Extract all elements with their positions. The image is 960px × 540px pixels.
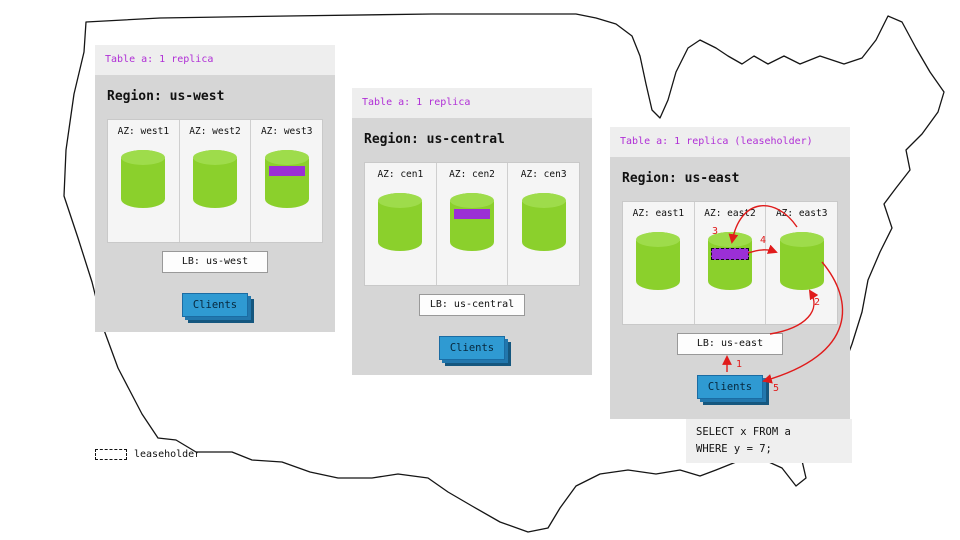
load-balancer-box: LB: us-central <box>419 294 525 316</box>
az-container: AZ: west1 AZ: west2 AZ: west3 <box>107 119 323 243</box>
az-column: AZ: cen2 <box>437 163 509 285</box>
cylinder-icon <box>264 150 309 208</box>
leaseholder-band <box>711 248 749 260</box>
db-node-cylinder <box>779 232 824 290</box>
az-container: AZ: east1 AZ: east2 AZ: east3 <box>622 201 838 325</box>
az-label: AZ: west2 <box>189 126 241 137</box>
db-node-cylinder <box>450 193 494 251</box>
db-node-cylinder <box>521 193 566 251</box>
sql-line: WHERE y = 7; <box>696 442 772 455</box>
region-label: Region: us-east <box>622 171 740 186</box>
sql-query-box: SELECT x FROM a WHERE y = 7; <box>686 419 852 463</box>
cylinder-icon <box>450 193 494 251</box>
clients-box: Clients <box>182 293 248 317</box>
leaseholder-legend: leaseholder <box>95 449 200 460</box>
region-label: Region: us-central <box>364 132 505 147</box>
region-panel-body: Region: us-east AZ: east1 AZ: east2 AZ: … <box>610 157 850 399</box>
az-label: AZ: cen1 <box>377 169 424 180</box>
cylinder-icon <box>636 232 681 290</box>
db-node-cylinder <box>193 150 237 208</box>
clients-box: Clients <box>439 336 505 360</box>
table-replica-header: Table a: 1 replica <box>352 88 592 118</box>
load-balancer-box: LB: us-east <box>677 333 783 355</box>
region-panel-body: Region: us-central AZ: cen1 AZ: cen2 AZ:… <box>352 118 592 360</box>
replica-band <box>268 166 305 176</box>
region-panel-body: Region: us-west AZ: west1 AZ: west2 AZ: … <box>95 75 335 317</box>
replica-band <box>454 209 490 219</box>
db-node-cylinder <box>264 150 309 208</box>
db-node-cylinder <box>121 150 166 208</box>
db-node-cylinder <box>636 232 681 290</box>
clients-box: Clients <box>697 375 763 399</box>
cylinder-icon <box>708 232 752 290</box>
cylinder-icon <box>521 193 566 251</box>
az-column: AZ: west2 <box>180 120 252 242</box>
region-panel-us-east: Table a: 1 replica (leaseholder) Region:… <box>610 127 850 419</box>
az-container: AZ: cen1 AZ: cen2 AZ: cen3 <box>364 162 580 286</box>
az-column: AZ: east2 <box>695 202 767 324</box>
az-column: AZ: east3 <box>766 202 837 324</box>
az-label: AZ: west3 <box>260 126 313 137</box>
az-column: AZ: east1 <box>623 202 695 324</box>
table-replica-header: Table a: 1 replica (leaseholder) <box>610 127 850 157</box>
az-column: AZ: west3 <box>251 120 322 242</box>
cylinder-icon <box>121 150 166 208</box>
az-label: AZ: west1 <box>117 126 170 137</box>
az-column: AZ: west1 <box>108 120 180 242</box>
az-label: AZ: cen3 <box>520 169 567 180</box>
leaseholder-swatch-icon <box>95 449 127 460</box>
az-label: AZ: cen2 <box>449 169 495 180</box>
az-label: AZ: east1 <box>632 208 685 219</box>
az-column: AZ: cen1 <box>365 163 437 285</box>
db-node-cylinder <box>708 232 752 290</box>
table-replica-header: Table a: 1 replica <box>95 45 335 75</box>
db-node-cylinder <box>378 193 423 251</box>
az-column: AZ: cen3 <box>508 163 579 285</box>
region-panel-us-west: Table a: 1 replica Region: us-west AZ: w… <box>95 45 335 332</box>
cylinder-icon <box>378 193 423 251</box>
region-label: Region: us-west <box>107 89 225 104</box>
cylinder-icon <box>779 232 824 290</box>
region-panel-us-central: Table a: 1 replica Region: us-central AZ… <box>352 88 592 375</box>
az-label: AZ: east3 <box>775 208 828 219</box>
load-balancer-box: LB: us-west <box>162 251 268 273</box>
sql-line: SELECT x FROM a <box>696 426 791 438</box>
az-label: AZ: east2 <box>704 208 756 219</box>
cylinder-icon <box>193 150 237 208</box>
legend-label: leaseholder <box>134 449 201 460</box>
